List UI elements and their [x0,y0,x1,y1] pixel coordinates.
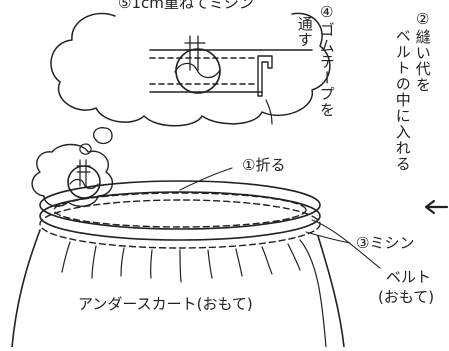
belt-ring [39,180,321,249]
leader-belt [311,219,381,269]
stitch-closeup [67,159,101,199]
leader-fold [179,167,233,191]
step2-label-line2: ベルトの中に入れる [393,28,412,172]
left-arrow-icon [424,199,449,215]
belt-label-line2: (おもて) [378,288,435,306]
belt-detail [149,35,313,125]
skirt-label: アンダースカート(おもて) [78,295,253,313]
cloud-bubble-1 [92,127,113,145]
cloud-bubble-2 [79,143,92,155]
step4-label-line2: 通す [295,16,314,48]
step3-label: ③ミシン [356,234,415,252]
step5-label: ⑤1cm重ねてミシン [118,0,254,12]
belt-label-line1: ベルト [386,268,432,286]
skirt-body [11,229,345,348]
step4-label-line1: ④ゴムテープを [317,3,336,118]
detail-cloud [50,12,331,127]
step1-label: ①折る [242,156,286,174]
step2-label-line1: ②縫い代を [413,10,432,93]
leader-sewing [305,231,351,244]
